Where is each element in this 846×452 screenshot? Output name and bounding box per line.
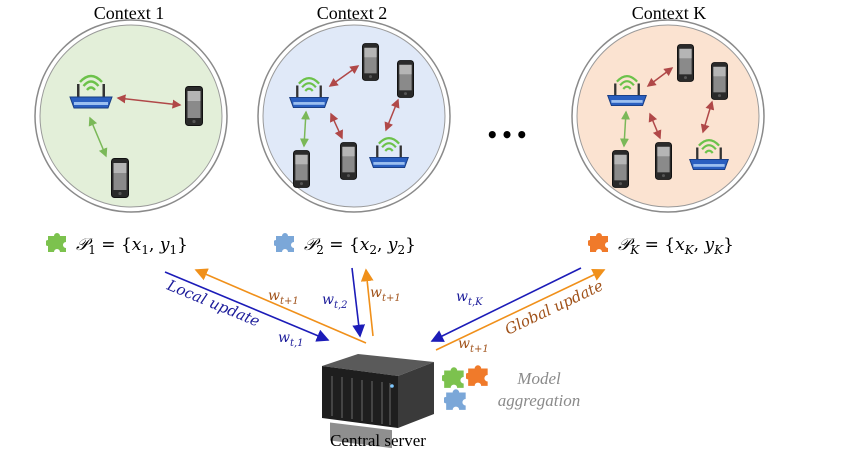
formula-context-1: 𝒫1 = {x1, y1} — [46, 233, 188, 257]
upload-arrow-k — [430, 267, 582, 342]
phone-icon — [340, 142, 357, 180]
w-next-label-1: wt+1 — [268, 288, 299, 307]
w-next-label-2: wt+1 — [370, 285, 401, 304]
link-arrow — [328, 65, 360, 87]
model-aggregation-line-1: Model — [516, 369, 561, 388]
phone-icon — [612, 150, 629, 188]
local-update-label: Local update — [164, 276, 263, 331]
context-1: Context 1 — [34, 3, 228, 213]
phone-icon — [655, 142, 672, 180]
download-arrow-k — [435, 269, 606, 351]
upload-arrow-2 — [351, 267, 366, 338]
link-arrow — [619, 110, 631, 148]
phone-icon — [397, 60, 414, 98]
w-next-label-k: wt+1 — [458, 336, 489, 355]
w-tk-label: wt,K — [456, 289, 483, 308]
link-arrow — [330, 112, 343, 140]
puzzle-icon — [46, 233, 66, 252]
phone-icon — [111, 158, 129, 198]
formula-context-k: 𝒫K = {xK, yK} — [588, 233, 734, 257]
link-arrow — [299, 110, 311, 148]
model-aggregation-line-2: aggregation — [498, 391, 580, 410]
ellipsis: ••• — [486, 123, 530, 147]
phone-icon — [677, 44, 694, 82]
context-k-outer-ring — [571, 19, 765, 213]
phone-icon — [362, 43, 379, 81]
w-t1-label: wt,1 — [278, 330, 304, 349]
context-k: Context K — [571, 3, 765, 213]
central-server-caption: Central server — [330, 431, 426, 450]
context-k-title: Context K — [632, 3, 707, 23]
download-arrow-1 — [194, 268, 367, 344]
context-1-title: Context 1 — [94, 3, 165, 23]
context-2-outer-ring — [257, 19, 451, 213]
w-t2-label: wt,2 — [322, 292, 348, 311]
puzzle-icon — [274, 233, 294, 252]
link-arrow — [700, 100, 715, 134]
link-arrow — [116, 94, 182, 109]
link-arrow — [646, 67, 674, 87]
global-update-label: Global update — [502, 276, 606, 338]
link-arrow — [384, 98, 400, 132]
link-arrow — [648, 112, 662, 140]
server-icon — [322, 354, 434, 449]
phone-icon — [185, 86, 203, 126]
svg-text:𝒫K = {xK, yK}: 𝒫K = {xK, yK} — [618, 235, 734, 257]
context-2-title: Context 2 — [317, 3, 388, 23]
download-arrow-2 — [360, 268, 374, 337]
svg-text:𝒫2 = {x2, y2}: 𝒫2 = {x2, y2} — [304, 235, 416, 257]
context-2: Context 2 — [257, 3, 451, 213]
context-1-outer-ring — [34, 19, 228, 213]
phone-icon — [293, 150, 310, 188]
formula-context-2: 𝒫2 = {x2, y2} — [274, 233, 416, 257]
puzzle-icon — [588, 233, 608, 252]
link-arrow — [88, 116, 108, 158]
context-1-area — [39, 24, 223, 208]
aggregation-puzzle-icon — [442, 365, 488, 410]
phone-icon — [711, 62, 728, 100]
upload-arrow-1 — [164, 271, 330, 342]
svg-text:𝒫1 = {x1, y1}: 𝒫1 = {x1, y1} — [76, 235, 188, 257]
